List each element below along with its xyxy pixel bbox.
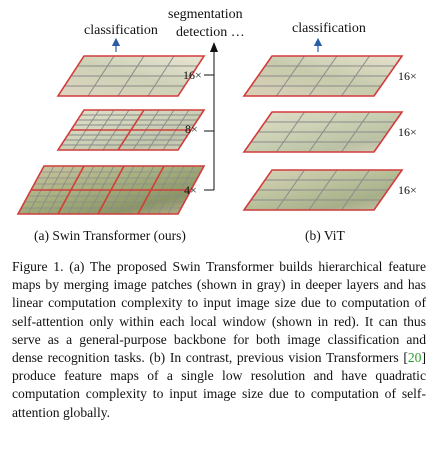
swin-detection-label: detection … bbox=[176, 25, 245, 40]
figure-diagram: classification segmentation detection … … bbox=[16, 7, 417, 215]
swin-layer-4x bbox=[16, 165, 206, 215]
subcaption-swin: (a) Swin Transformer (ours) bbox=[34, 228, 186, 243]
swin-output-arrow-head bbox=[210, 42, 218, 52]
vit-scale-top: 16× bbox=[398, 69, 417, 83]
caption-text-part2: ] produce feature maps of a single low r… bbox=[12, 350, 426, 420]
vit-layer-bottom bbox=[242, 169, 404, 211]
swin-layer-8x bbox=[56, 109, 206, 151]
vit-scale-bottom: 16× bbox=[398, 183, 417, 197]
swin-scale-4x: 4× bbox=[184, 183, 197, 197]
vit-classification-label: classification bbox=[292, 21, 366, 36]
swin-scale-16x: 16× bbox=[183, 68, 202, 82]
swin-scale-8x: 8× bbox=[185, 122, 198, 136]
swin-classification-label: classification bbox=[84, 23, 158, 38]
swin-layer-16x bbox=[56, 55, 206, 97]
vit-scale-middle: 16× bbox=[398, 125, 417, 139]
swin-segmentation-label: segmentation bbox=[168, 7, 243, 22]
vit-layer-middle bbox=[242, 111, 404, 153]
figure-caption: Figure 1. (a) The proposed Swin Transfor… bbox=[12, 258, 426, 422]
swin-connectors bbox=[204, 50, 215, 191]
caption-text-part1: Figure 1. (a) The proposed Swin Transfor… bbox=[12, 259, 426, 366]
subcaption-vit: (b) ViT bbox=[305, 228, 345, 243]
citation-link[interactable]: 20 bbox=[407, 350, 422, 366]
vit-layer-top bbox=[242, 55, 404, 97]
